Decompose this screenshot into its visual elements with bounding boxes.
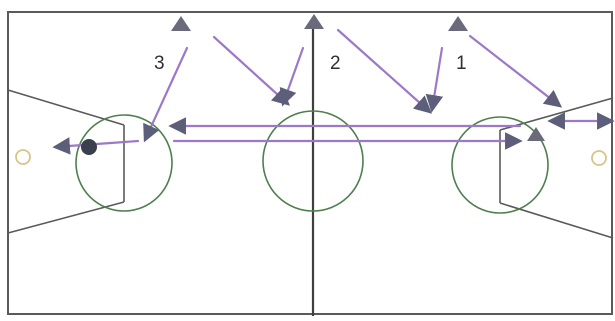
player-1-triangle-icon (448, 16, 468, 31)
player-1-label: 1 (456, 53, 467, 74)
movement-arrows (52, 28, 615, 155)
arrow-player3-to-ball (143, 46, 189, 143)
player-2-triangle-icon (304, 14, 324, 29)
players (171, 14, 545, 141)
arrow-player3-cut (212, 35, 290, 106)
player-2-label: 2 (330, 53, 341, 74)
ball-icon (81, 139, 97, 155)
right-key (499, 97, 614, 239)
arrow-player2-return (279, 46, 305, 107)
arrow-player2-cut (336, 28, 432, 114)
player-3-label: 3 (154, 53, 165, 74)
player-3-triangle-icon (171, 16, 191, 31)
arrow-player1-to-lane (425, 46, 444, 113)
court-boundary (7, 11, 613, 315)
left-key (7, 89, 125, 234)
center-circle (262, 110, 364, 212)
right-hoop-icon (591, 150, 607, 166)
arrow-player1-wing (468, 34, 563, 108)
arrow-dribble-to-left-hoop (52, 137, 140, 155)
player-right-lane-triangle-icon (527, 127, 545, 141)
right-free-throw-circle (451, 116, 549, 214)
left-free-throw-circle (75, 114, 173, 212)
left-hoop-icon (15, 149, 31, 165)
